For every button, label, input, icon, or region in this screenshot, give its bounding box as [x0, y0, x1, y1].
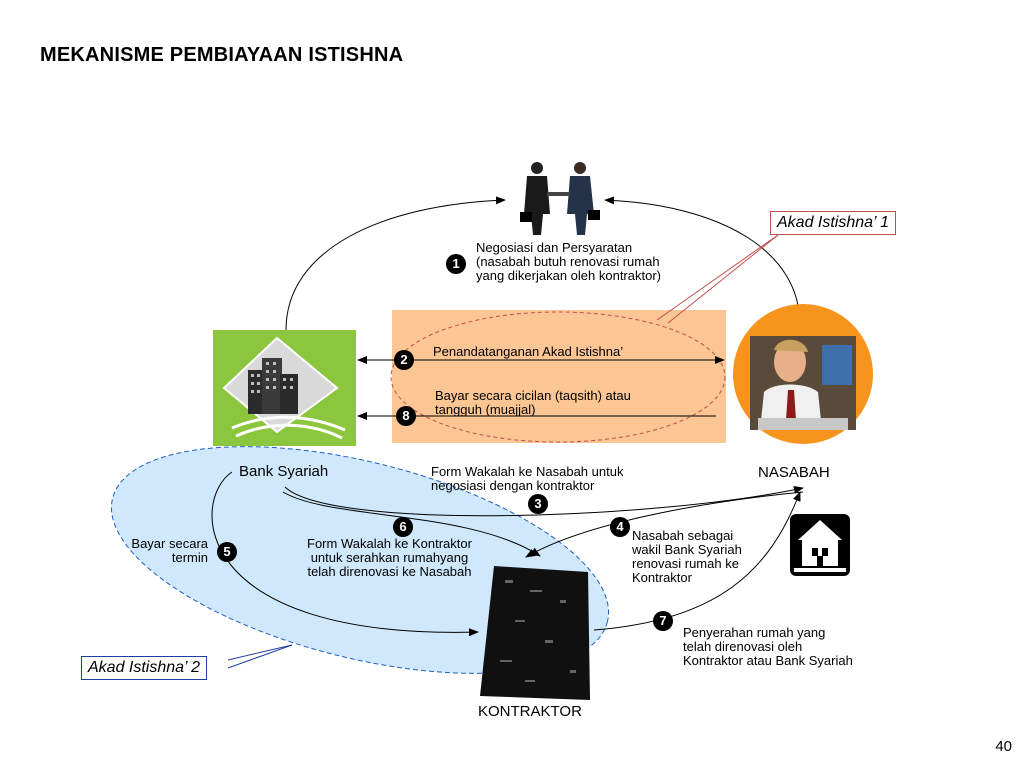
page-number: 40 [995, 738, 1012, 755]
step-3-text: Form Wakalah ke Nasabah untuk negosiasi … [431, 464, 624, 493]
arc-nasabah-to-handshake [604, 196, 801, 326]
akad-istishna-1-label: Akad Istishna’ 1 [770, 211, 897, 235]
step-5-text: Bayar secara termin [131, 536, 208, 565]
step-6-badge: 6 [393, 517, 413, 537]
akad2-ellipse [110, 446, 610, 674]
step-7-badge: 7 [653, 611, 673, 631]
step-1-text: Negosiasi dan Persyaratan (nasabah butuh… [476, 240, 661, 283]
bank-building-icon [213, 330, 356, 446]
step-4-badge: 4 [610, 517, 630, 537]
step-8-text: Bayar secara cicilan (taqsith) atau tang… [435, 388, 631, 417]
step-6-text: Form Wakalah ke Kontraktor untuk serahka… [307, 536, 472, 579]
agreement-ellipse [390, 311, 726, 443]
step-2-text: Penandatanganan Akad Istishna’ [433, 344, 624, 359]
nasabah-label: NASABAH [758, 464, 830, 481]
bank-label: Bank Syariah [239, 463, 329, 480]
arrow-7 [593, 491, 801, 631]
step-3-badge: 3 [528, 494, 548, 514]
agreement-box [392, 310, 726, 443]
step-2-badge: 2 [394, 350, 414, 370]
arc-bank-to-handshake [285, 196, 506, 331]
step-8-badge: 8 [396, 406, 416, 426]
house-icon [790, 514, 850, 576]
akad-istishna-2-label: Akad Istishna’ 2 [81, 656, 208, 680]
arrow-3 [284, 485, 804, 517]
step-7-text: Penyerahan rumah yang telah direnovasi o… [683, 625, 853, 668]
step-1-badge: 1 [446, 254, 466, 274]
handshake-icon [520, 162, 600, 235]
contractor-image [480, 566, 590, 700]
step-5-badge: 5 [217, 542, 237, 562]
page-title: MEKANISME PEMBIAYAAN ISTISHNA [40, 44, 404, 66]
step-4-text: Nasabah sebagai wakil Bank Syariah renov… [632, 528, 742, 585]
arrow-4 [525, 491, 804, 558]
arrow-5 [211, 471, 479, 637]
customer-avatar-icon [733, 304, 873, 444]
kontraktor-label: KONTRAKTOR [478, 703, 582, 720]
